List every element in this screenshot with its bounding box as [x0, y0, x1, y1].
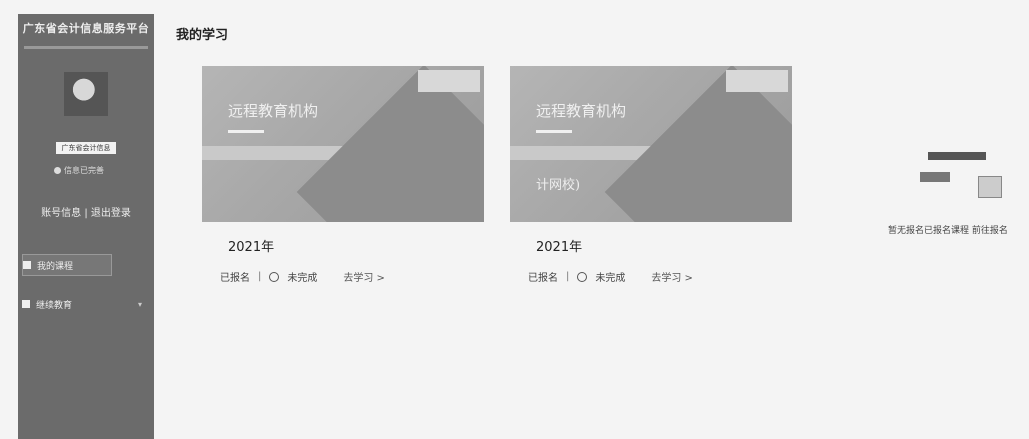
- avatar[interactable]: [64, 72, 108, 116]
- course-tag: [726, 70, 788, 92]
- divider: |: [84, 208, 88, 219]
- thumbnail-underline: [536, 130, 572, 133]
- empty-state-link[interactable]: 暂无报名已报名课程 前往报名: [888, 226, 1008, 236]
- empty-state-illustration: [910, 146, 1010, 206]
- chevron-down-icon: ▾: [137, 299, 142, 309]
- clock-icon: [577, 271, 588, 282]
- page-title: 我的学习: [176, 28, 229, 43]
- thumbnail-title: 远程教育机构: [536, 102, 627, 120]
- go-study-button[interactable]: 去学习 >: [343, 273, 385, 284]
- thumbnail-subtitle: 计网校): [536, 178, 581, 193]
- sidebar: 广东省会计信息服务平台 广东省会计信息 信息已完善 账号信息 | 退出登录 我的…: [18, 14, 154, 439]
- completion-status: 未完成: [595, 273, 626, 284]
- logout-link[interactable]: 退出登录: [90, 208, 131, 219]
- course-tag: [418, 70, 480, 92]
- course-card[interactable]: 远程教育机构 2021年 已报名 | 未完成 去学习 >: [202, 66, 484, 284]
- enrolled-status: 已报名: [528, 273, 558, 284]
- divider: |: [258, 271, 262, 282]
- verified-status: 信息已完善: [54, 164, 124, 176]
- account-info-link[interactable]: 账号信息: [41, 208, 82, 219]
- sidebar-item-my-courses[interactable]: 我的课程: [22, 254, 112, 276]
- course-year: 2021年: [228, 240, 275, 255]
- clock-icon: [269, 271, 280, 282]
- go-study-button[interactable]: 去学习 >: [651, 273, 693, 284]
- user-name-badge: 广东省会计信息: [56, 142, 116, 154]
- account-links: 账号信息 | 退出登录: [22, 206, 150, 222]
- book-icon: [23, 261, 31, 269]
- verified-text: 信息已完善: [64, 165, 104, 175]
- course-thumbnail[interactable]: 远程教育机构 计网校): [510, 66, 792, 222]
- thumbnail-title: 远程教育机构: [228, 102, 319, 120]
- course-meta: 已报名 | 未完成 去学习 >: [220, 269, 484, 284]
- enrolled-status: 已报名: [220, 273, 250, 284]
- sidebar-item-label: 我的课程: [37, 261, 74, 272]
- thumbnail-underline: [228, 130, 264, 133]
- sidebar-item-label: 继续教育: [36, 300, 73, 311]
- course-year: 2021年: [536, 240, 583, 255]
- sidebar-item-continuing-education[interactable]: 继续教育 ▾: [22, 294, 150, 314]
- course-thumbnail[interactable]: 远程教育机构: [202, 66, 484, 222]
- logo-underline: [24, 46, 148, 49]
- divider: |: [566, 271, 570, 282]
- check-circle-icon: [54, 166, 61, 174]
- course-card[interactable]: 远程教育机构 计网校) 2021年 已报名 | 未完成 去学习 >: [510, 66, 792, 284]
- platform-logo-text: 广东省会计信息服务平台: [22, 22, 150, 35]
- education-icon: [22, 300, 30, 308]
- completion-status: 未完成: [287, 273, 318, 284]
- course-meta: 已报名 | 未完成 去学习 >: [528, 269, 792, 284]
